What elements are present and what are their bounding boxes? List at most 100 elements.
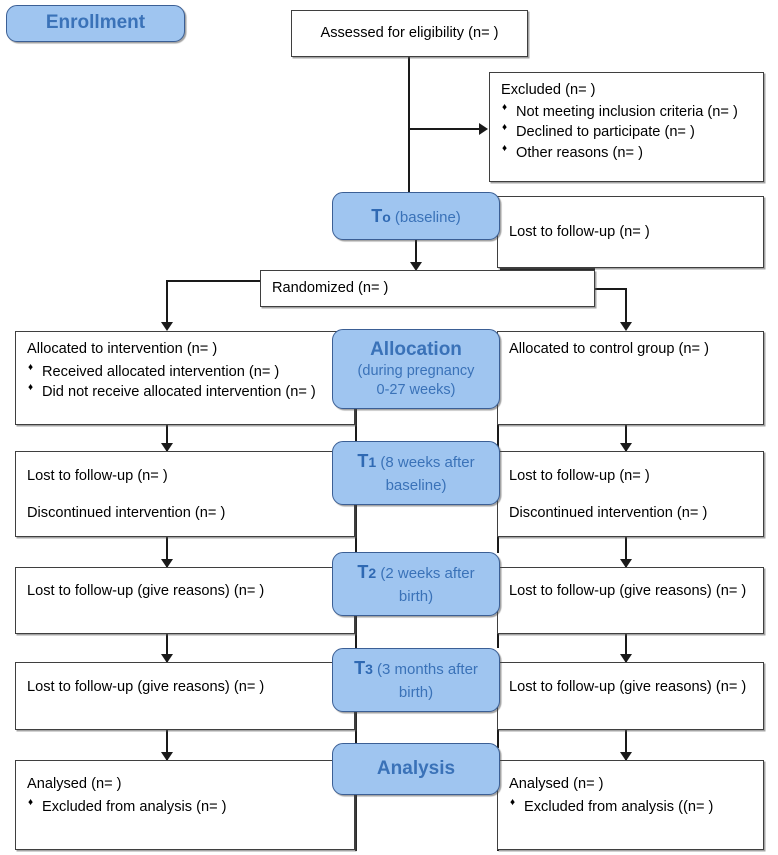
connector-alloc-left-down	[166, 425, 168, 452]
t3-detail2: birth)	[398, 684, 434, 702]
t0-detail: (baseline)	[390, 208, 461, 226]
stage-label-enrollment: Enrollment	[6, 5, 185, 42]
analysed-left-heading: Analysed (n= )	[27, 776, 122, 792]
arrowhead-randomized-left	[161, 322, 173, 331]
stage-label-analysis: Analysis	[332, 743, 500, 795]
connector-randomized-right-v	[625, 288, 627, 328]
t2-sub: 2	[368, 565, 377, 582]
stage-label-t2: T2 (2 weeks after birth)	[332, 552, 500, 616]
box-t3-left: Lost to follow-up (give reasons) (n= )	[15, 662, 355, 730]
t1-sub: 1	[368, 454, 377, 471]
allocation-line3: 0-27 weeks)	[376, 381, 456, 398]
connector-alloc-right-down	[625, 425, 627, 452]
t0-sub: o	[382, 208, 391, 225]
box-allocated-control: Allocated to control group (n= )	[497, 331, 764, 425]
analysis-text: Analysis	[376, 757, 456, 779]
t2-right-text: Lost to follow-up (give reasons) (n= )	[509, 583, 747, 599]
excluded-heading: Excluded (n= )	[501, 82, 596, 98]
t2-name: T	[357, 562, 369, 583]
arrowhead-t1-left-down	[161, 559, 173, 568]
t1-right-line1: Lost to follow-up (n= )	[509, 468, 650, 484]
connector-center-analysis-down	[355, 795, 357, 851]
arrowhead-alloc-right-down	[620, 443, 632, 452]
t1-left-line1: Lost to follow-up (n= )	[27, 468, 168, 484]
box-t3-right: Lost to follow-up (give reasons) (n= )	[497, 662, 764, 730]
arrowhead-to-excluded	[479, 123, 488, 135]
t1-right-line2: Discontinued intervention (n= )	[509, 504, 708, 521]
arrowhead-randomized-right	[620, 322, 632, 331]
t3-left-text: Lost to follow-up (give reasons) (n= )	[27, 679, 265, 695]
box-t0-lost-to-followup: Lost to follow-up (n= )	[497, 196, 764, 268]
box-excluded: Excluded (n= ) Not meeting inclusion cri…	[489, 72, 764, 182]
connector-t3-left-down	[166, 730, 168, 760]
list-item: Received allocated intervention (n= )	[27, 361, 343, 383]
t1-label-line1: T1 (8 weeks after	[357, 448, 474, 475]
box-allocated-intervention: Allocated to intervention (n= ) Received…	[15, 331, 355, 425]
t2-left-text: Lost to follow-up (give reasons) (n= )	[27, 583, 265, 599]
box-t1-left: Lost to follow-up (n= ) Discontinued int…	[15, 451, 355, 537]
connector-t1-right-down	[625, 537, 627, 567]
connector-randomized-left-h	[166, 280, 262, 282]
box-analysed-left: Analysed (n= ) Excluded from analysis (n…	[15, 760, 355, 850]
connector-randomized-right-h	[594, 288, 626, 290]
arrowhead-t3-right-down	[620, 752, 632, 761]
connector-center-alloc-t1	[355, 409, 357, 454]
arrowhead-t2-left-down	[161, 654, 173, 663]
t3-label-line1: T3 (3 months after	[354, 655, 478, 682]
excluded-list: Not meeting inclusion criteria (n= ) Dec…	[501, 101, 752, 164]
connector-t0lost-stub-h	[500, 268, 595, 270]
alloc-left-list: Received allocated intervention (n= ) Di…	[27, 361, 343, 403]
list-item: Other reasons (n= )	[501, 142, 752, 164]
connector-assessed-down	[408, 57, 410, 197]
connector-t1-left-down	[166, 537, 168, 567]
t3-detail: (3 months after	[372, 661, 478, 679]
analysed-right-list: Excluded from analysis ((n= )	[509, 796, 752, 818]
t1-left-line2: Discontinued intervention (n= )	[27, 504, 226, 521]
stage-label-allocation: Allocation (during pregnancy 0-27 weeks)	[332, 329, 500, 409]
list-item: Did not receive allocated intervention (…	[27, 381, 343, 403]
t0-label-text: To (baseline)	[371, 203, 461, 230]
stage-label-t3: T3 (3 months after birth)	[332, 648, 500, 712]
t2-detail2: birth)	[398, 588, 434, 606]
list-item: Not meeting inclusion criteria (n= )	[501, 101, 752, 123]
stage-label-t0: To (baseline)	[332, 192, 500, 240]
connector-center-t1-t2	[355, 505, 357, 553]
analysed-left-list: Excluded from analysis (n= )	[27, 796, 343, 818]
t3-name: T	[354, 658, 366, 679]
connector-center-t2-t3	[355, 601, 357, 648]
t0-lost-text: Lost to follow-up (n= )	[509, 223, 650, 240]
enrollment-text: Enrollment	[45, 12, 146, 34]
randomized-text: Randomized (n= )	[272, 280, 389, 297]
box-t2-right: Lost to follow-up (give reasons) (n= )	[497, 567, 764, 634]
connector-center-t3-analysis	[355, 698, 357, 748]
t2-label-line1: T2 (2 weeks after	[357, 559, 474, 586]
list-item: Excluded from analysis ((n= )	[509, 796, 752, 818]
alloc-left-heading: Allocated to intervention (n= )	[27, 341, 218, 357]
analysed-right-heading: Analysed (n= )	[509, 776, 604, 792]
alloc-right-heading: Allocated to control group (n= )	[509, 341, 709, 357]
connector-t2-right-down	[625, 634, 627, 662]
connector-t0-down	[415, 239, 417, 265]
connector-randomized-left-v	[166, 280, 168, 327]
box-analysed-right: Analysed (n= ) Excluded from analysis ((…	[497, 760, 764, 850]
connector-to-excluded	[408, 128, 480, 130]
box-assessed-for-eligibility: Assessed for eligibility (n= )	[291, 10, 528, 57]
t1-detail: (8 weeks after	[376, 454, 475, 472]
box-t1-right: Lost to follow-up (n= ) Discontinued int…	[497, 451, 764, 537]
t3-sub: 3	[365, 661, 373, 678]
assessed-text: Assessed for eligibility (n= )	[320, 25, 499, 42]
box-randomized: Randomized (n= )	[260, 270, 595, 307]
arrowhead-t1-right-down	[620, 559, 632, 568]
stage-label-t1: T1 (8 weeks after baseline)	[332, 441, 500, 505]
t1-name: T	[357, 451, 369, 472]
t1-detail2: baseline)	[385, 477, 447, 495]
arrowhead-alloc-left-down	[161, 443, 173, 452]
t0-name: T	[371, 205, 383, 226]
allocation-title: Allocation	[370, 339, 462, 361]
box-t2-left: Lost to follow-up (give reasons) (n= )	[15, 567, 355, 634]
t3-right-text: Lost to follow-up (give reasons) (n= )	[509, 679, 747, 695]
arrowhead-t2-right-down	[620, 654, 632, 663]
list-item: Excluded from analysis (n= )	[27, 796, 343, 818]
list-item: Declined to participate (n= )	[501, 121, 752, 143]
